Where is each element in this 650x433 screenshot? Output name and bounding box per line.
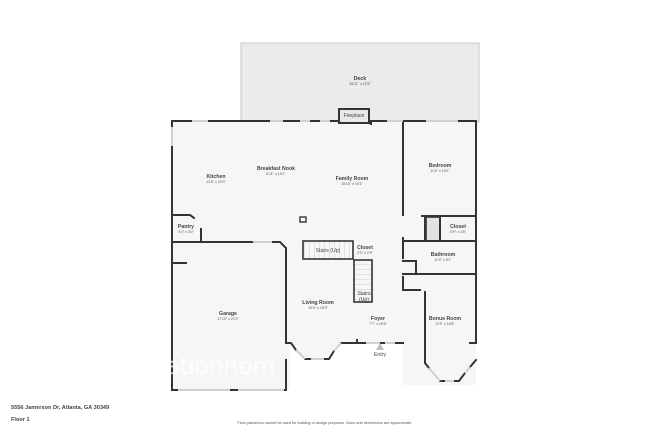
room-bedroom: Bedroom 11'9" x 15'1" xyxy=(429,163,452,174)
room-name: Pantry xyxy=(177,224,195,230)
stairs-vertical xyxy=(353,259,373,303)
floor-outlet xyxy=(299,216,307,223)
room-name: Breakfast Nook xyxy=(256,166,296,172)
room-pantry: Pantry 4'4" x 4'0" xyxy=(178,224,194,235)
entry-label: Entry xyxy=(374,352,386,358)
entry-text: Entry xyxy=(373,352,387,358)
floor-label: Floor 1 xyxy=(11,417,30,423)
room-deck: Deck 38'11" x 12'6" xyxy=(349,76,370,87)
room-name: Closet xyxy=(357,245,373,251)
walls xyxy=(171,120,478,391)
room-dims: 5'9" x 2'8" xyxy=(450,230,466,234)
room-name: Deck xyxy=(353,76,367,82)
room-stairs-up-1: Stairs (Up) xyxy=(316,248,341,254)
room-dims: 17'10" x 23'2" xyxy=(217,317,239,321)
room-breakfast-nook: Breakfast Nook 6'11" x 19'1" xyxy=(257,166,295,177)
room-dims: 6'11" x 19'1" xyxy=(266,172,286,176)
room-name: Garage xyxy=(219,311,237,317)
room-name: Kitchen xyxy=(206,174,226,180)
room-closet-hall: Closet 2'3" x 2'9" xyxy=(357,245,373,256)
room-name: Bedroom xyxy=(428,163,452,169)
room-name: Stairs (Up) xyxy=(315,248,341,254)
room-name: Bathroom xyxy=(430,252,456,258)
fireplace-label: Fireplace xyxy=(343,113,365,119)
room-dims: 11'9" x 16'6" xyxy=(435,322,455,326)
closet-hatch xyxy=(425,216,441,242)
room-stairs-up-2: Stairs (Up) xyxy=(357,279,370,309)
room-name: Family Room xyxy=(335,176,369,182)
room-name: Bonus Room xyxy=(428,316,462,322)
room-kitchen: Kitchen 13'6" x 20'0" xyxy=(206,174,226,185)
room-name: Closet xyxy=(450,224,466,230)
disclaimer: Floor plans/tour cannot be used for buil… xyxy=(237,421,413,425)
room-dims: 4'4" x 4'0" xyxy=(178,230,194,234)
room-dims: 11'9" x 15'1" xyxy=(430,169,450,173)
room-family-room: Family Room 15'10" x 19'1" xyxy=(336,176,369,187)
room-name: Living Room xyxy=(302,300,334,306)
room-dims: 7'7" x 16'9" xyxy=(369,322,387,326)
room-dims: 10'9" x 15'9" xyxy=(308,306,328,310)
room-dims: 38'11" x 12'6" xyxy=(349,82,371,86)
room-garage: Garage 17'10" x 23'2" xyxy=(217,311,239,322)
entry-arrow-icon xyxy=(376,343,384,350)
room-living-room: Living Room 10'9" x 15'9" xyxy=(302,300,333,311)
room-foyer: Foyer 7'7" x 16'9" xyxy=(369,316,387,327)
room-dims: 2'3" x 2'9" xyxy=(357,251,373,255)
windows xyxy=(171,120,471,391)
room-dims: 13'6" x 20'0" xyxy=(206,180,226,184)
room-bathroom: Bathroom 11'9" x 5'1" xyxy=(431,252,456,263)
stairs-horizontal xyxy=(302,240,354,260)
room-dims: 15'10" x 19'1" xyxy=(341,182,363,186)
room-name: Stairs (Up) xyxy=(357,291,371,303)
watermark: itationhom xyxy=(150,352,276,380)
address: 5556 Jamerson Dr, Atlanta, GA 30349 xyxy=(11,405,110,411)
room-bonus-room: Bonus Room 11'9" x 16'6" xyxy=(429,316,461,327)
room-closet-bedroom: Closet 5'9" x 2'8" xyxy=(450,224,466,235)
room-dims: 11'9" x 5'1" xyxy=(434,258,452,262)
fireplace: Fireplace xyxy=(338,108,370,124)
room-name: Foyer xyxy=(370,316,386,322)
